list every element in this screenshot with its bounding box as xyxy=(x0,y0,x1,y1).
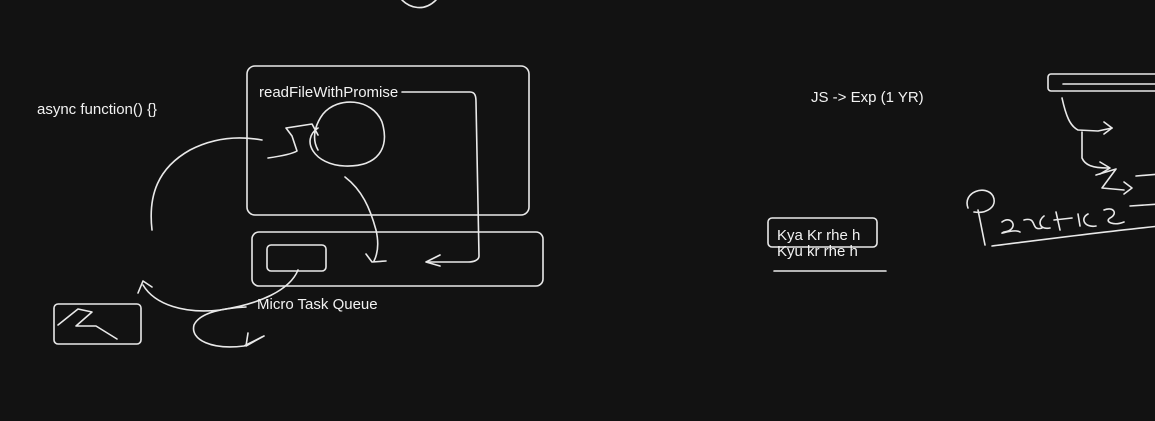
circle-to-queue-arrowhead xyxy=(365,253,387,263)
right-top-bar xyxy=(1047,73,1155,92)
event-loop-arc xyxy=(150,137,263,231)
js-experience-text: JS -> Exp (1 YR) xyxy=(811,89,924,106)
read-file-with-promise-text: readFileWithPromise xyxy=(259,84,399,101)
right-branch-2 xyxy=(1081,131,1109,169)
kyu-kr-rhe-h-text: Kyu kr rhe h xyxy=(777,243,858,260)
kya-box xyxy=(767,217,878,248)
promise-resolve-arrowhead xyxy=(425,254,441,267)
micro-task-queue-label: Micro Task Queue xyxy=(257,296,378,313)
top-edge-scribble xyxy=(401,0,437,9)
right-tail-line xyxy=(1135,173,1155,177)
queue-item-box xyxy=(266,244,327,272)
practice-handwriting xyxy=(966,189,1155,246)
micro-task-queue-box xyxy=(251,231,544,287)
bottom-hook xyxy=(192,306,265,348)
bottom-hook-arrowhead xyxy=(245,332,263,347)
right-arrowhead-1 xyxy=(1103,121,1113,135)
right-arrowhead-3 xyxy=(1123,181,1133,195)
loop-arrow xyxy=(267,123,319,159)
promise-resolve-line xyxy=(401,91,480,263)
kya-kr-rhe-h-text: Kya Kr rhe h xyxy=(777,227,861,244)
function-box xyxy=(246,65,530,216)
small-left-box xyxy=(53,303,142,345)
circle-to-queue-line xyxy=(344,176,379,262)
small-box-scribble xyxy=(57,308,118,340)
practice-underline xyxy=(991,225,1155,247)
loop-circle xyxy=(309,101,386,167)
async-function-text: async function() {} xyxy=(37,101,158,118)
right-scribble-2 xyxy=(1095,168,1125,191)
bottom-loop-arrowhead xyxy=(137,280,153,294)
right-branch-1 xyxy=(1061,97,1113,132)
